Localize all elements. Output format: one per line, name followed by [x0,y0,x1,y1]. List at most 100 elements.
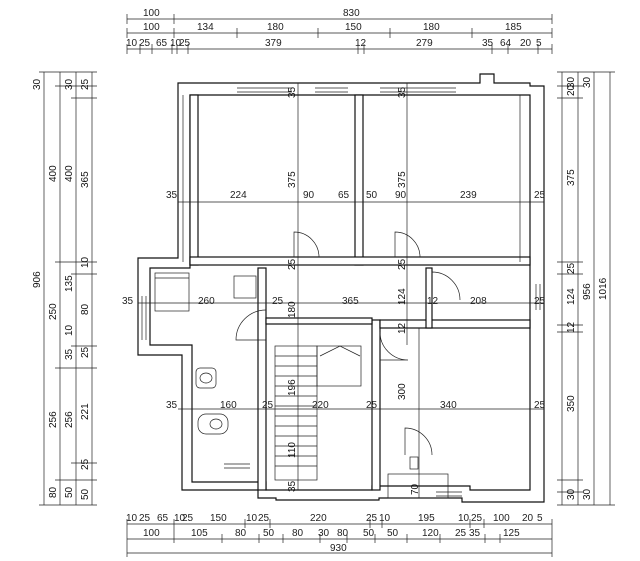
room-dim: 90 [395,190,407,201]
dim-label: 5 [537,513,543,524]
room-width: 340 [440,400,457,411]
dim-label: 20 [520,38,532,49]
dim-label: 185 [505,22,522,33]
room-dim: 12 [427,296,439,307]
dim-label: 5 [536,38,542,49]
room-dim: 25 [366,400,378,411]
dim-label: 135 [64,275,75,292]
room-dim: 25 [397,258,408,270]
dim-label: 375 [566,169,577,186]
dim-label: 30 [32,78,43,90]
dim-label: 279 [416,38,433,49]
dim-label: 100 [143,528,160,539]
dim-label: 25 [139,513,151,524]
room-width: 260 [198,296,215,307]
dim-label: 80 [337,528,349,539]
dim-label: 80 [292,528,304,539]
dim-label: 125 [503,528,520,539]
dim-label: 930 [330,543,347,554]
room-dim: 35 [122,296,134,307]
dim-label: 256 [48,411,59,428]
dim-label: 256 [64,411,75,428]
dim-label: 10 [126,38,138,49]
room-dim: 12 [397,322,408,334]
sink [195,367,217,389]
dim-label: 365 [80,171,91,188]
room-dim: 25 [287,258,298,270]
room-dim: 25 [534,400,546,411]
dim-label: 250 [48,303,59,320]
room-dim: 35 [166,190,178,201]
room-labels: 224 375 90 65 50 90 375 239 35 25 35 35 … [122,86,546,495]
dim-label: 30 [582,488,593,500]
dim-label: 80 [235,528,247,539]
room-dim: 35 [166,400,178,411]
room-width: 365 [342,296,359,307]
room-width: 224 [230,190,247,201]
dim-label: 25 [258,513,270,524]
dim-label: 10 [126,513,138,524]
room-height: 124 [397,288,408,305]
room-dim: 35 [287,480,298,492]
dim-label: 180 [267,22,284,33]
dim-label: 35 [482,38,494,49]
dim-label: 10 [80,256,91,268]
dim-label: 400 [48,165,59,182]
dim-label: 25 [179,38,191,49]
dim-label: 150 [210,513,227,524]
dim-label: 50 [80,488,91,500]
dim-label: 35 [469,528,481,539]
room-dim: 25 [262,400,274,411]
dim-label: 25 [139,38,151,49]
room-height: 110 [287,442,298,458]
dim-label: 195 [418,513,435,524]
dim-label: 64 [500,38,512,49]
room-dim: 65 [338,190,350,201]
dim-label: 10 [174,513,186,524]
room-width: 160 [220,400,237,411]
dim-label: 350 [566,395,577,412]
dim-label: 12 [566,321,577,333]
room-dim: 50 [366,190,378,201]
dim-label: 1016 [598,277,609,300]
bottom-dimensions: 10 25 65 10 25 150 10 25 220 25 10 195 1… [126,513,553,557]
washbasin [233,275,257,299]
room-height: 196 [287,379,298,396]
dim-label: 10 [379,513,391,524]
dim-label: 50 [263,528,275,539]
right-dimensions: 375 25 124 12 350 30 30 956 1016 20 30 3… [557,71,615,506]
dim-label: 400 [64,165,75,182]
room-width: 208 [470,296,487,307]
dim-label: 30 [318,528,330,539]
dim-label: 25 [566,262,577,274]
room-height: 180 [287,301,298,318]
room-dimensions [138,83,544,498]
room-width: 239 [460,190,477,201]
dim-label: 35 [64,348,75,360]
dim-label: 100 [143,22,160,33]
room-dim: 90 [303,190,315,201]
dim-label: 220 [310,513,327,524]
dim-label: 20 [566,84,577,96]
dim-label: 906 [32,271,43,288]
dim-label: 30 [566,488,577,500]
dim-label: 50 [64,486,75,498]
dim-label: 80 [80,303,91,315]
dim-label: 956 [582,283,593,300]
dim-label: 12 [355,38,367,49]
stairs [274,345,362,481]
top-dimensions: 100 830 100 134 180 150 180 185 10 25 65… [126,8,553,54]
room-height: 375 [287,171,298,188]
dim-label: 25 [80,78,91,90]
dim-label: 20 [522,513,534,524]
dim-label: 100 [493,513,510,524]
dim-label: 830 [343,8,360,19]
dim-label: 30 [64,78,75,90]
dim-label: 134 [197,22,214,33]
dim-label: 379 [265,38,282,49]
dim-label: 180 [423,22,440,33]
room-dim: 25 [534,190,546,201]
dim-label: 150 [345,22,362,33]
dim-label: 124 [566,288,577,305]
